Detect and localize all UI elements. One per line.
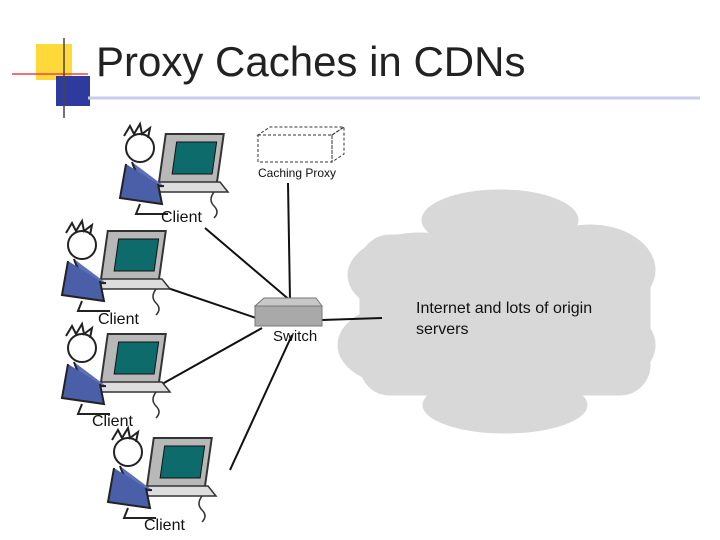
link-proxy-switch <box>287 182 291 301</box>
link-client3-switch <box>154 327 263 389</box>
internet-cloud <box>337 189 656 434</box>
link-switch-internet <box>321 317 383 321</box>
client-label-3: Client <box>92 413 133 430</box>
internet-cloud-label: Internet and lots of origin servers <box>416 300 593 338</box>
client-label-1: Client <box>161 209 202 226</box>
switch-device <box>253 297 323 327</box>
slide-title: Proxy Caches in CDNs <box>96 38 526 85</box>
switch-label: Switch <box>273 328 318 345</box>
client-workstation-1 <box>118 121 230 219</box>
caching-proxy <box>256 126 346 163</box>
client-label-2: Client <box>98 311 139 328</box>
client-workstation-3 <box>61 323 171 419</box>
title-accent-decoration <box>12 38 700 118</box>
client-workstation-2 <box>61 220 171 316</box>
link-client4-switch <box>229 334 293 471</box>
client-workstation-4 <box>107 427 217 523</box>
link-top-client-switch <box>204 227 293 303</box>
client-label-4: Client <box>144 517 185 534</box>
caching-proxy-label: Caching Proxy <box>258 166 337 180</box>
